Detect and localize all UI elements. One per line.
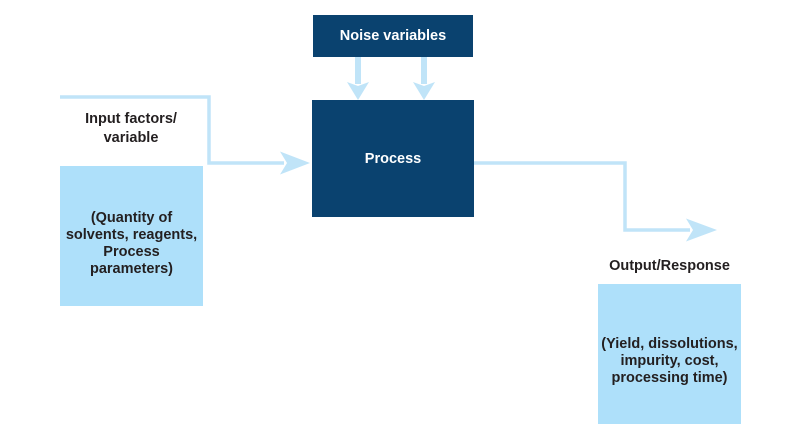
output-box-line3: processing time): [611, 369, 728, 386]
input-box-line3: Process parameters): [89, 244, 173, 277]
input-box-line2: solvents, reagents,: [65, 227, 198, 243]
output-response-title: Output/Response: [609, 258, 730, 274]
input-factors-title-line1: Input factors/: [85, 111, 177, 127]
input-factors-title: Input factors/ variable: [56, 110, 206, 148]
process-label: Process: [364, 150, 422, 167]
input-arrow-icon: [280, 151, 310, 175]
output-connector-line: [474, 161, 690, 232]
noise-down-arrow-left-icon: [347, 82, 369, 100]
output-response-box: (Yield, dissolutions, impurity, cost, pr…: [598, 284, 741, 424]
noise-variables-label: Noise variables: [339, 28, 447, 44]
noise-variables-box: Noise variables: [313, 15, 473, 57]
input-factors-box: (Quantity of solvents, reagents, Process…: [60, 166, 203, 306]
output-box-line2: impurity, cost,: [620, 352, 719, 369]
output-box-line1: (Yield, dissolutions,: [601, 335, 738, 352]
input-box-line1: (Quantity of: [90, 210, 173, 226]
noise-down-arrow-right-icon: [413, 82, 435, 100]
input-connector-line: [60, 95, 284, 165]
process-box: Process: [312, 100, 474, 217]
output-arrow-icon: [686, 218, 717, 242]
input-factors-title-line2: variable: [103, 130, 159, 146]
